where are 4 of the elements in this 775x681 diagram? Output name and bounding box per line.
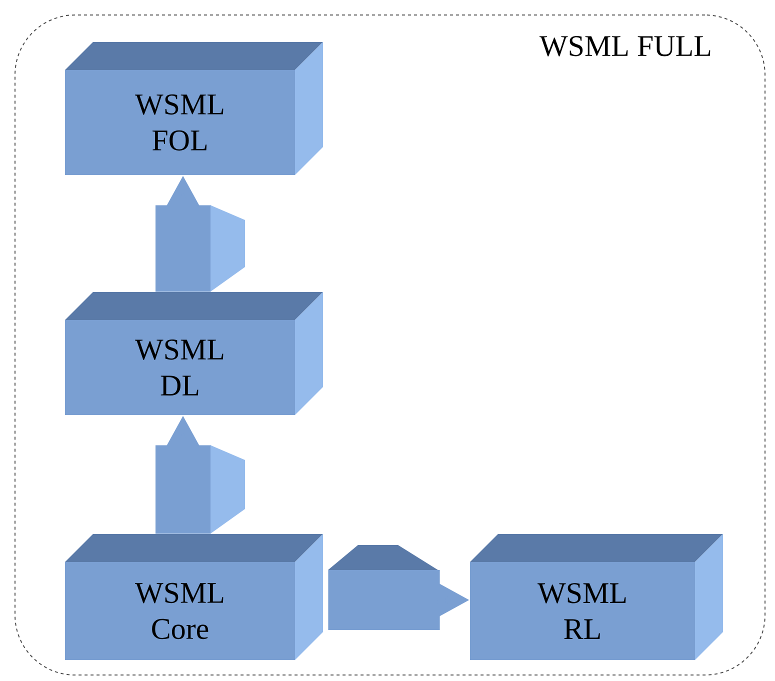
block: WSML FOL <box>65 42 323 175</box>
block: WSML RL <box>470 534 723 660</box>
block: WSML Core <box>65 534 323 660</box>
block: WSML DL <box>65 292 323 415</box>
